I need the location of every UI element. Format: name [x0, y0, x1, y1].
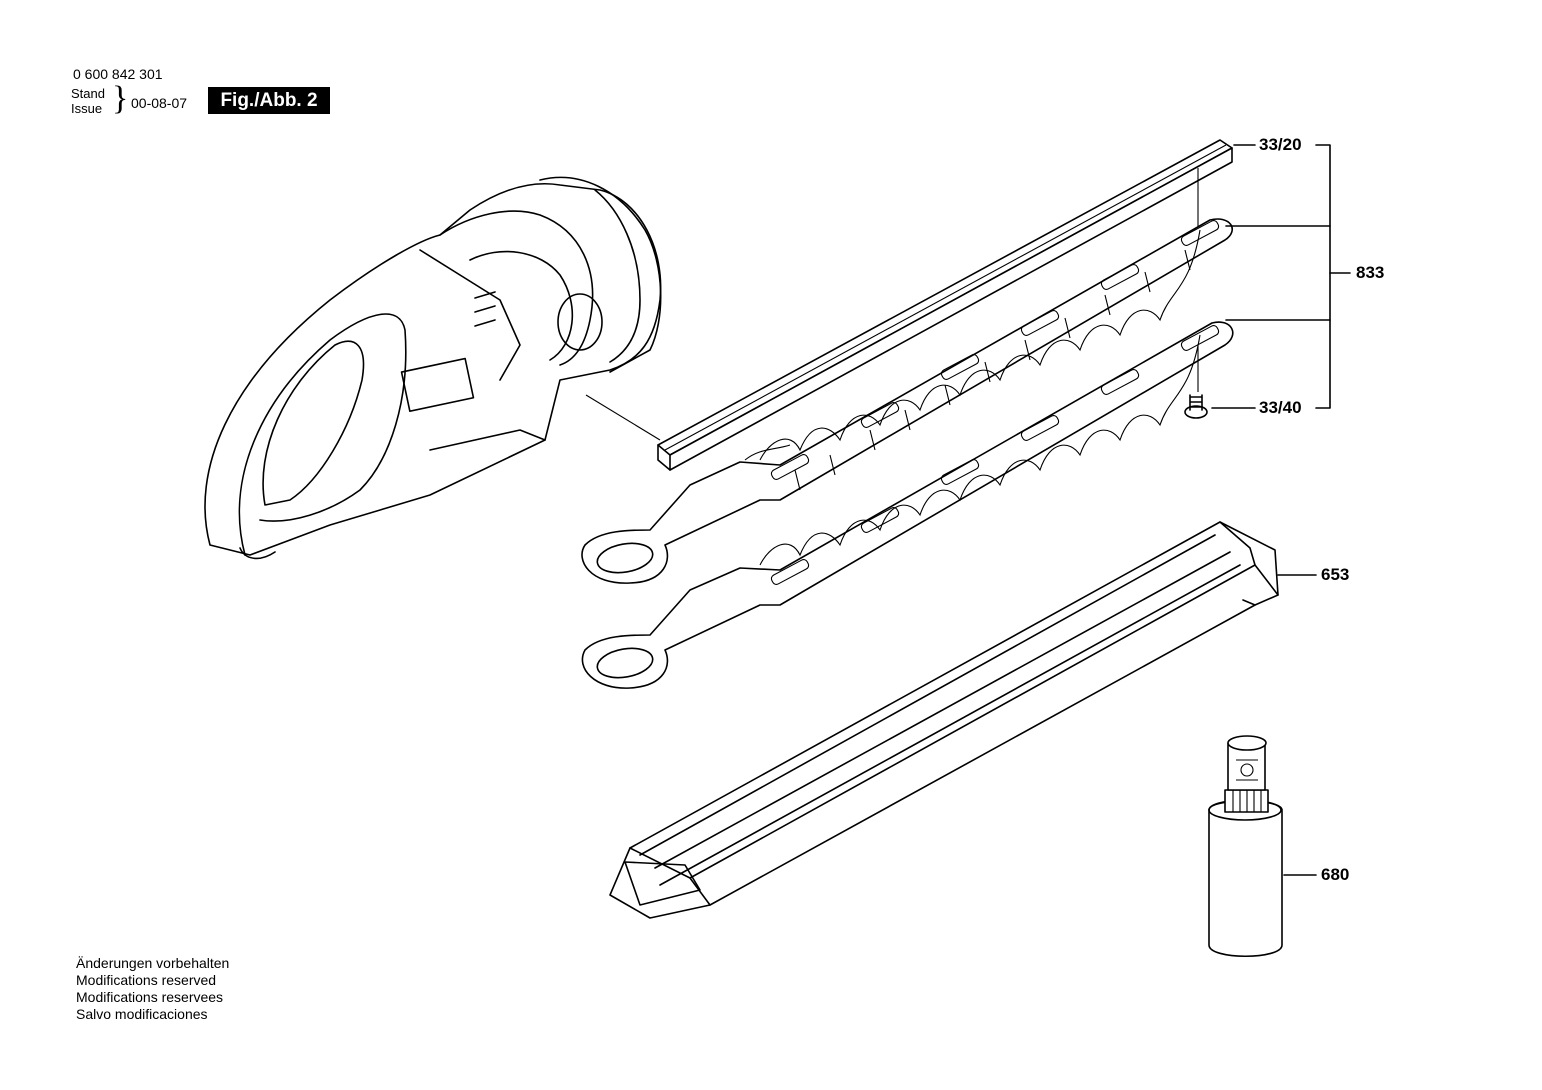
- upper-blade: [581, 218, 1233, 584]
- callout-screw: 33/40: [1259, 398, 1302, 417]
- note-line-fr: Modifications reservees: [76, 989, 224, 1005]
- callout-oil-bottle: 680: [1321, 865, 1350, 884]
- modifications-note: Änderungen vorbehalten Modifications res…: [76, 955, 229, 1023]
- note-line-en: Modifications reserved: [76, 972, 217, 988]
- note-line-de: Änderungen vorbehalten: [76, 955, 230, 971]
- lower-blade: [581, 321, 1234, 689]
- callout-guide-rail: 33/20: [1259, 135, 1302, 154]
- screw: [1184, 394, 1208, 419]
- brace-glyph: }: [112, 80, 129, 117]
- figure-label: Fig./Abb. 2: [208, 87, 330, 114]
- part-number: 0 600 842 301: [73, 66, 163, 82]
- leader-lines: [1211, 144, 1351, 876]
- callout-blade-set: 833: [1356, 263, 1385, 282]
- stand-issue-labels: Stand Issue: [71, 86, 105, 116]
- note-line-es: Salvo modificaciones: [76, 1006, 208, 1022]
- callout-blade-guard: 653: [1321, 565, 1350, 584]
- issue-date: 00-08-07: [131, 95, 188, 111]
- oil-bottle: [1208, 735, 1283, 957]
- stand-label: Stand: [71, 86, 105, 101]
- issue-label: Issue: [71, 101, 103, 116]
- blade-guard: [609, 521, 1279, 919]
- guide-rail: [585, 139, 1233, 471]
- trimmer-housing: [204, 176, 662, 560]
